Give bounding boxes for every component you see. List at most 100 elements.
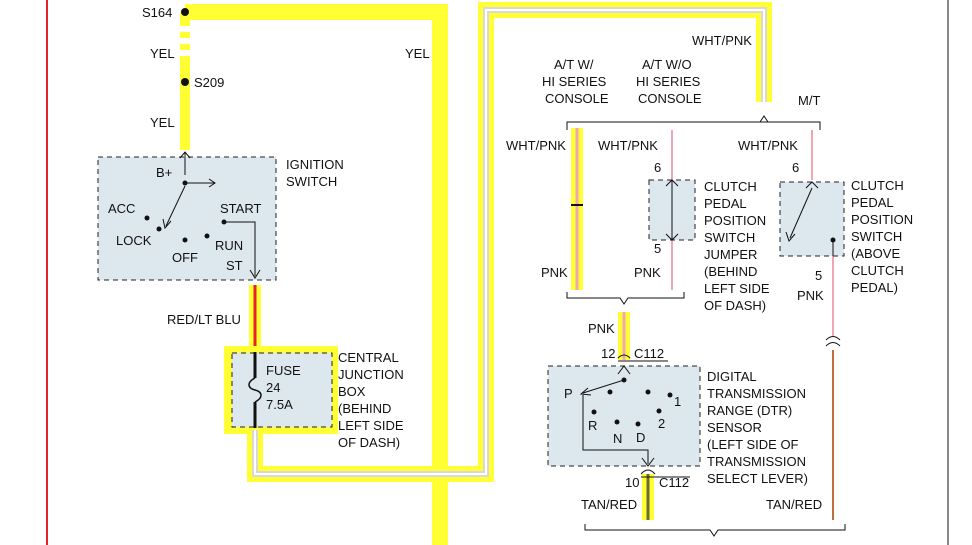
cjb-label-6: OF DASH) xyxy=(338,435,400,450)
dtr-output-arrow xyxy=(641,457,655,467)
ignition-acc-contact xyxy=(144,215,150,221)
ignition-title-1: IGNITION xyxy=(286,157,344,172)
c112-lower-label: C112 xyxy=(659,475,689,490)
cpps-label-2: PEDAL xyxy=(851,195,894,210)
clutch-pin-5-label: 5 xyxy=(815,268,822,283)
at-w-label-3: CONSOLE xyxy=(545,91,609,106)
dtr-output-lead xyxy=(582,395,649,464)
ignition-start-label: START xyxy=(220,201,261,216)
jumper-label-1: CLUTCH xyxy=(704,179,757,194)
dtr-r-label: R xyxy=(588,418,597,433)
dtr-sensor-box xyxy=(547,365,701,467)
dtr-selector-blade xyxy=(582,379,625,394)
option-bracket-apex xyxy=(759,115,769,123)
wht-pnk-wire-center xyxy=(254,9,765,475)
dtr-contact-n xyxy=(614,419,620,425)
ignition-switch-box xyxy=(97,156,277,281)
jumper-label-2: PEDAL xyxy=(704,196,747,211)
ignition-switch-blade xyxy=(165,185,186,227)
fuse-number-label: 24 xyxy=(266,380,280,395)
cjb-label-2: JUNCTION xyxy=(338,367,404,382)
central-junction-box xyxy=(231,352,333,428)
ignition-off-contact xyxy=(182,237,188,243)
dtr-d-label: D xyxy=(636,430,645,445)
cjb-label-3: BOX xyxy=(338,384,366,399)
c112-upper-label: C112 xyxy=(634,346,664,361)
ignition-blade-arrow xyxy=(162,218,172,230)
cpps-label-7: PEDAL) xyxy=(851,280,898,295)
jumper-label-3: POSITION xyxy=(704,213,766,228)
jumper-label-5: JUMPER xyxy=(704,247,757,262)
splice-s209-dot xyxy=(181,78,189,86)
at-wo-label-3: CONSOLE xyxy=(638,91,702,106)
pin-10-label: 10 xyxy=(625,475,639,490)
pnk-label-d: PNK xyxy=(588,321,615,336)
clutch-switch-blade xyxy=(789,187,813,239)
ignition-run-label: RUN xyxy=(215,238,243,253)
at-w-label-1: A/T W/ xyxy=(554,57,594,72)
dtr-contact-d xyxy=(635,421,641,427)
ignition-b-plus-label: B+ xyxy=(156,165,172,180)
clutch-switch-arrow xyxy=(805,181,819,189)
ignition-lock-contact xyxy=(156,226,162,232)
cpps-label-5: (ABOVE xyxy=(851,246,900,261)
yel-wire-main-highlight xyxy=(185,4,448,545)
ignition-off-label: OFF xyxy=(172,250,198,265)
clutch-pin-6-label: 6 xyxy=(792,160,799,175)
option-bracket-bottom xyxy=(584,524,846,537)
pnk-label-b: PNK xyxy=(634,265,661,280)
dtr-p-label: P xyxy=(564,386,573,401)
jumper-label-6: (BEHIND xyxy=(704,264,757,279)
ignition-st-arrow xyxy=(249,269,261,279)
ignition-acc-label: ACC xyxy=(108,201,135,216)
fuse-element xyxy=(248,377,262,403)
c112-connector-lower xyxy=(640,469,656,475)
yel-label-lower: YEL xyxy=(150,115,175,130)
wht-pnk-top-label: WHT/PNK xyxy=(692,33,752,48)
ignition-output-arrow xyxy=(208,178,216,188)
jumper-pin-6-label: 6 xyxy=(654,160,661,175)
yel-label-upper: YEL xyxy=(150,46,175,61)
jumper-pin-5-label: 5 xyxy=(654,241,661,256)
clutch-switch-box xyxy=(779,181,845,257)
fuse-label: FUSE xyxy=(266,363,301,378)
dtr-blade-arrow xyxy=(579,387,592,396)
dtr-contact-b xyxy=(645,389,651,395)
jumper-label-8: OF DASH) xyxy=(704,298,766,313)
connector-chevron-upper xyxy=(825,336,841,341)
dtr-1-label: 1 xyxy=(674,394,681,409)
at-wo-label-2: HI SERIES xyxy=(636,74,701,89)
splice-s209-label: S209 xyxy=(194,75,224,90)
connector-chevron-lower xyxy=(825,342,841,347)
jumper-label-7: LEFT SIDE xyxy=(704,281,770,296)
dtr-contact-r xyxy=(591,409,597,415)
dtr-label-4: SENSOR xyxy=(707,420,762,435)
c112-connector-upper xyxy=(617,354,631,359)
dtr-2-label: 2 xyxy=(658,416,665,431)
dtr-contact-1 xyxy=(667,392,673,398)
ignition-lock-label: LOCK xyxy=(116,233,152,248)
clutch-blade-arrow xyxy=(785,231,796,242)
at-w-label-2: HI SERIES xyxy=(542,74,607,89)
cpps-label-3: POSITION xyxy=(851,212,913,227)
cjb-label-5: LEFT SIDE xyxy=(338,418,404,433)
ignition-title-2: SWITCH xyxy=(286,174,337,189)
splice-s164-dot xyxy=(181,8,189,16)
ignition-st-label: ST xyxy=(226,258,243,273)
wht-pnk-label-a: WHT/PNK xyxy=(506,138,566,153)
tan-red-label-a: TAN/RED xyxy=(581,497,637,512)
tan-red-label-b: TAN/RED xyxy=(766,497,822,512)
option-bracket-middle xyxy=(566,292,685,305)
cpps-label-4: SWITCH xyxy=(851,229,902,244)
ignition-run-contact xyxy=(204,233,210,239)
dtr-label-2: TRANSMISSION xyxy=(707,386,806,401)
cpps-label-6: CLUTCH xyxy=(851,263,904,278)
fuse-amp-label: 7.5A xyxy=(266,397,293,412)
yel-label-main: YEL xyxy=(405,46,430,61)
cjb-label-4: (BEHIND xyxy=(338,401,391,416)
ignition-start-lead xyxy=(224,221,256,276)
cjb-label-1: CENTRAL xyxy=(338,350,399,365)
option-bracket-top xyxy=(566,121,821,130)
pnk-label-c: PNK xyxy=(797,288,824,303)
